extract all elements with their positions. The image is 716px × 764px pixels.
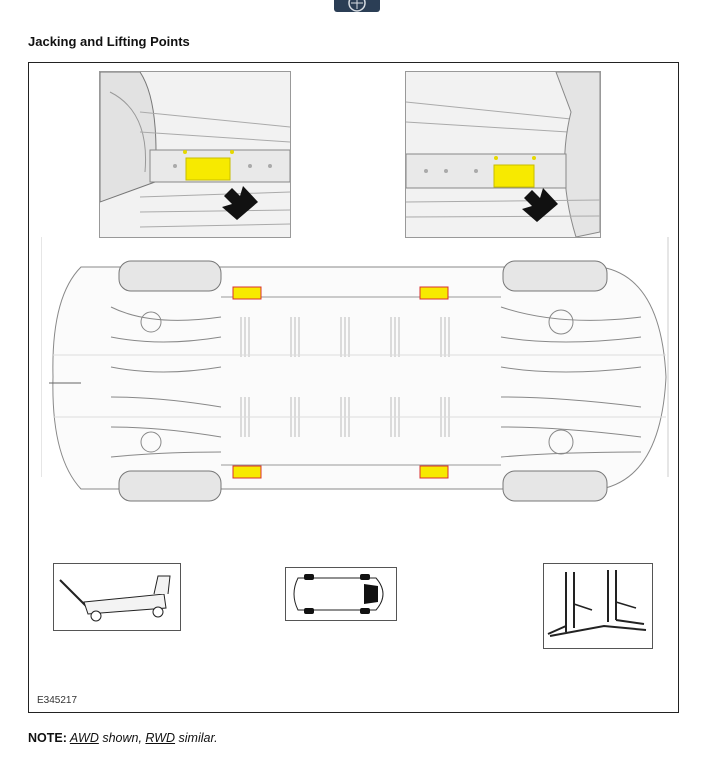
- note-label: NOTE:: [28, 731, 67, 745]
- diagram-frame: E345217: [28, 62, 679, 713]
- logo-icon: [334, 0, 380, 12]
- floor-jack-icon: [53, 563, 181, 631]
- lift-point-front-left: [232, 286, 262, 300]
- page-title: Jacking and Lifting Points: [28, 34, 190, 49]
- lift-point-rear-left: [419, 286, 449, 300]
- arrow-icon: [222, 186, 258, 220]
- vehicle-underbody-diagram: [41, 237, 669, 502]
- lift-point-rear-right: [419, 465, 449, 479]
- right-jacking-point-detail: [405, 71, 601, 238]
- note-end: similar.: [175, 731, 218, 745]
- note-mid: shown,: [98, 731, 146, 745]
- lift-point-markers: [232, 286, 449, 479]
- note: NOTE: AWD shown, RWD similar.: [28, 731, 218, 745]
- figure-id: E345217: [37, 695, 78, 706]
- vehicle-top-icon: [285, 567, 397, 621]
- two-post-lift-icon: [543, 563, 653, 649]
- rwd-link[interactable]: RWD: [145, 731, 176, 745]
- left-jacking-point-detail: [99, 71, 291, 238]
- awd-link[interactable]: AWD: [69, 731, 99, 745]
- lift-point-front-right: [232, 465, 262, 479]
